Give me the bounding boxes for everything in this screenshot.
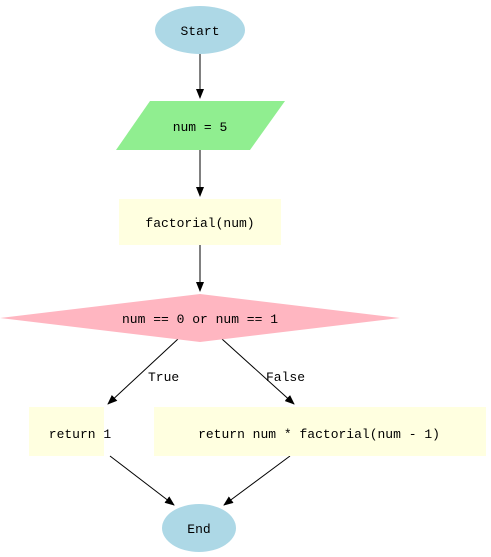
decision-diamond-shape [0,294,400,342]
edge-label-true: True [148,370,179,385]
edge-label-false: False [266,370,305,385]
return-one-process-shape [29,407,104,456]
start-terminal-shape [155,6,245,54]
call-node: factorial(num) [119,199,281,245]
edge-decision-to-return-one [107,338,179,405]
start-node-label: Start [180,24,219,39]
decision-node-label: num == 0 or num == 1 [122,312,278,327]
return-one-node-label: return 1 [49,427,112,442]
input-parallelogram-shape [116,101,285,150]
input-node-label: num = 5 [173,120,228,135]
call-node-label: factorial(num) [145,216,254,231]
return-recursive-process-shape [154,407,486,456]
decision-node: num == 0 or num == 1 [0,294,400,342]
end-node: End [162,504,236,552]
end-node-label: End [187,522,210,537]
edge-decision-to-return-recursive [221,338,295,405]
start-node: Start [155,6,245,54]
edge-return-recursive-to-end [223,455,291,506]
return-recursive-node-label: return num * factorial(num - 1) [198,427,440,442]
call-process-shape [119,199,281,245]
return-recursive-node: return num * factorial(num - 1) [154,407,486,456]
return-one-node: return 1 [29,407,111,456]
input-node: num = 5 [116,101,285,150]
edges: True False [107,54,305,506]
end-terminal-shape [162,504,236,552]
edge-return-one-to-end [109,455,175,506]
